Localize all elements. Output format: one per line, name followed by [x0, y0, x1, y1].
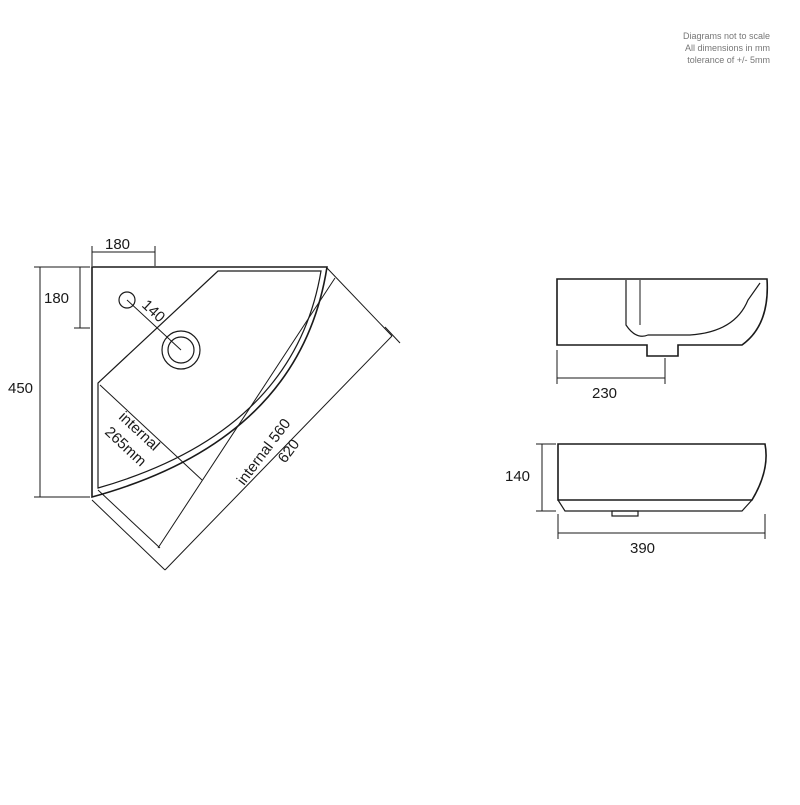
- dim-side-180-label: 180: [44, 290, 69, 307]
- dim-internal-depth: internal 265mm: [99, 384, 203, 481]
- side-view: 230: [556, 278, 769, 402]
- note-tolerance: tolerance of +/- 5mm: [687, 55, 770, 65]
- dim-height-140-label: 140: [505, 468, 530, 485]
- front-view: 140 390: [505, 443, 767, 557]
- side-view-outline: [556, 278, 769, 357]
- dim-top-180: 180: [91, 236, 156, 266]
- plan-view: 180 180 450 140: [8, 236, 401, 571]
- dim-height-450: 450: [8, 266, 90, 498]
- tap-hole: [118, 291, 136, 309]
- dim-side-180: 180: [44, 266, 90, 329]
- waste-outlet-outer: [161, 330, 201, 370]
- side-view-bowl: [625, 280, 761, 337]
- note-units: All dimensions in mm: [684, 43, 770, 53]
- front-view-base: [557, 499, 753, 512]
- dim-depth-230: 230: [556, 350, 666, 402]
- dim-top-180-label: 180: [105, 236, 130, 253]
- waste-outlet-inner: [167, 336, 195, 364]
- dim-waste-140: 140: [126, 296, 182, 351]
- dim-width-390: 390: [557, 514, 766, 557]
- dim-width-390-label: 390: [630, 540, 655, 557]
- front-view-outline: [557, 443, 767, 501]
- basin-bowl-inner: [97, 270, 322, 489]
- basin-outline-outer: [91, 266, 328, 499]
- dim-depth-230-label: 230: [592, 385, 617, 402]
- dim-height-140: 140: [505, 443, 556, 512]
- dim-height-450-label: 450: [8, 380, 33, 397]
- front-view-waste: [611, 510, 639, 517]
- notes: Diagrams not to scale All dimensions in …: [683, 30, 770, 66]
- note-not-to-scale: Diagrams not to scale: [682, 31, 770, 41]
